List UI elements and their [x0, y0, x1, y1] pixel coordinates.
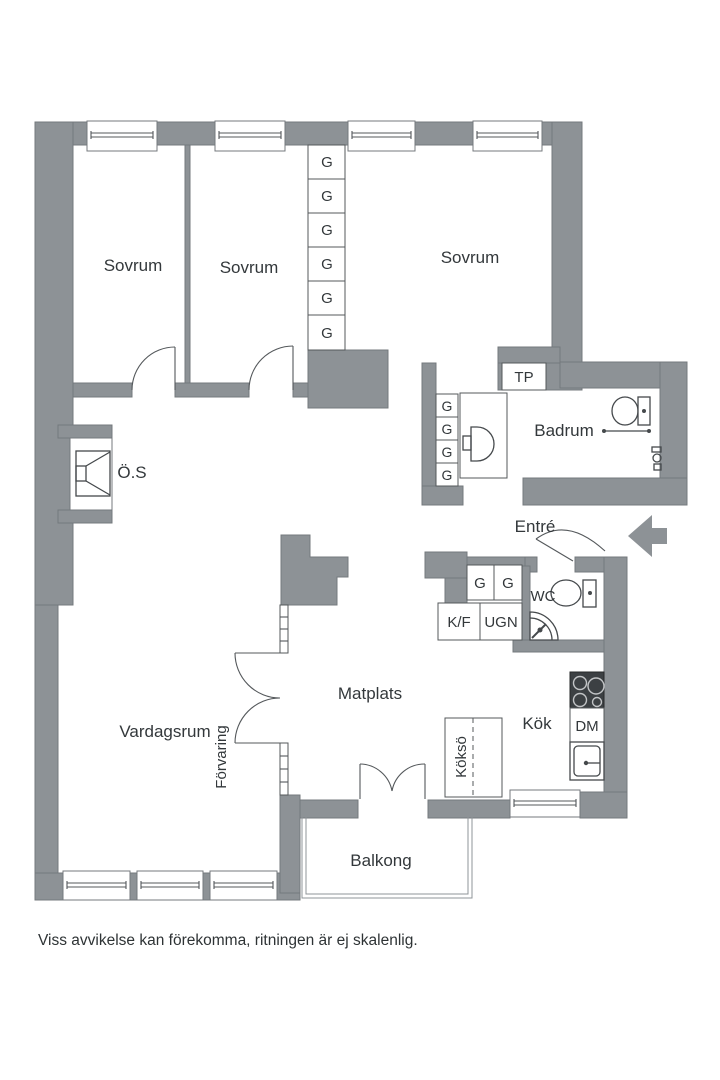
wardrobe-label: G: [321, 188, 333, 205]
window: [509, 789, 581, 818]
balcony-double-door: [359, 763, 426, 799]
bathroom-fixtures: [459, 362, 662, 479]
wardrobe-label: G: [474, 575, 486, 592]
fireplace: [69, 437, 113, 511]
entrance-arrow: [628, 515, 667, 557]
door-bedroom-1: [131, 346, 176, 391]
entry-wardrobes: G G: [466, 564, 523, 601]
wardrobe-label: G: [502, 575, 514, 592]
window: [62, 870, 131, 901]
entry-door: [535, 529, 606, 562]
wardrobe-label: G: [442, 421, 453, 437]
partition-strips: [279, 604, 289, 796]
bathroom-vanity: [459, 392, 508, 479]
room-labels: Sovrum Sovrum Sovrum Badrum TP Entré WC …: [104, 248, 594, 870]
double-door-living-dining: [234, 652, 281, 744]
kitchen-sink: [569, 741, 605, 781]
window: [347, 120, 416, 152]
drying-cabinet-label: TP: [514, 369, 533, 386]
wardrobe-label: G: [442, 444, 453, 460]
bathroom-toilet: [611, 396, 651, 426]
dishwasher-label: DM: [575, 718, 598, 735]
room-label-wc: WC: [531, 588, 556, 605]
window: [209, 870, 278, 901]
balcony-outline: [301, 817, 473, 899]
window: [214, 120, 286, 152]
door-bedroom-2: [248, 345, 294, 391]
wardrobe-label: G: [321, 325, 333, 342]
room-label-kitchen: Kök: [522, 714, 552, 733]
wardrobe-label: G: [321, 154, 333, 171]
room-label-living: Vardagsrum: [119, 722, 210, 741]
wardrobe-label: G: [321, 222, 333, 239]
room-label-bedroom-1: Sovrum: [104, 256, 163, 275]
room-label-entry: Entré: [515, 517, 556, 536]
chimney-pillar: [280, 534, 349, 606]
oven-label: UGN: [484, 614, 517, 631]
wc-toilet: [550, 579, 597, 608]
storage-label: Förvaring: [213, 725, 230, 788]
wc-fixtures: [529, 579, 597, 641]
room-label-bedroom-2: Sovrum: [220, 258, 279, 277]
window: [86, 120, 158, 152]
stove: [569, 671, 605, 709]
wardrobe-label: G: [321, 256, 333, 273]
doors: [131, 345, 606, 799]
shower-line: [602, 429, 651, 433]
dishwasher: DM: [569, 707, 605, 743]
wc-corner-sink: [529, 611, 559, 641]
bedroom-wardrobe-column: G G G G G G: [307, 144, 346, 351]
room-label-dining: Matplats: [338, 684, 402, 703]
room-label-bedroom-3: Sovrum: [441, 248, 500, 267]
kitchen-fixtures: K/F UGN DM Köksö Förvaring: [213, 602, 605, 798]
windows: [62, 120, 581, 901]
wardrobe-label: G: [321, 290, 333, 307]
window: [472, 120, 543, 152]
wardrobe-label: G: [442, 467, 453, 483]
kitchen-island: Köksö Förvaring: [213, 717, 503, 798]
shower-mixer-icon: [651, 446, 662, 471]
fireplace-label: Ö.S: [117, 463, 146, 482]
wardrobe-label: G: [442, 398, 453, 414]
disclaimer-text: Viss avvikelse kan förekomma, ritningen …: [38, 932, 418, 949]
drying-cabinet: [501, 362, 547, 391]
island-label: Köksö: [453, 736, 470, 778]
room-label-bathroom: Badrum: [534, 421, 594, 440]
walls: [34, 121, 688, 901]
window: [136, 870, 204, 901]
fridge-freezer-label: K/F: [447, 614, 470, 631]
hall-wardrobe-column: G G G G: [435, 393, 459, 487]
room-label-balcony: Balkong: [350, 851, 411, 870]
